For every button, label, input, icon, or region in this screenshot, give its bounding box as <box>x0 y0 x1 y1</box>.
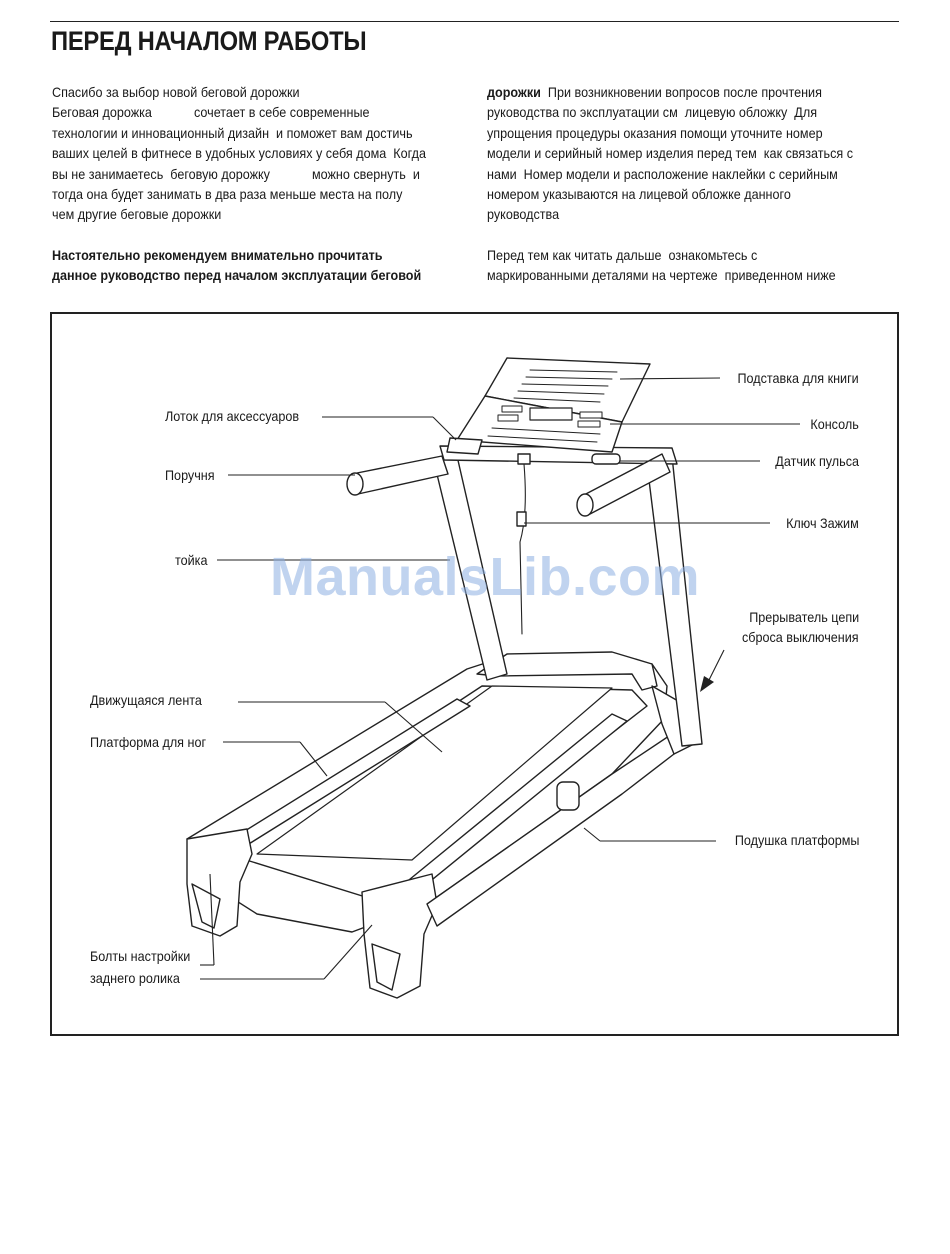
intro-line: ваших целей в фитнесе в удобных условиях… <box>52 145 427 162</box>
label-upright: тойка <box>175 552 208 568</box>
console-display <box>529 407 573 421</box>
label-circuit-breaker-1: Прерыватель цепи <box>748 609 859 625</box>
label-platform-cushion: Подушка платформы <box>734 832 859 848</box>
label-handrail: Поручня <box>165 467 215 483</box>
leader-platform-cushion <box>583 827 601 842</box>
label-foot-rail: Платформа для ног <box>90 734 207 750</box>
intro-line: технологии и инновационный дизайн и помо… <box>52 124 413 141</box>
label-book-stand: Подставка для книги <box>737 370 859 386</box>
circuit-breaker-arrow <box>700 676 714 692</box>
intro-line: вы не занимаетесь беговую дорожку можно … <box>52 165 420 182</box>
label-roller-bolts-1: Болты настройки <box>90 948 191 964</box>
pulse-sensor-grip <box>591 453 621 465</box>
console-shape <box>456 395 623 453</box>
accessory-tray-shape <box>446 437 483 455</box>
motor-hood <box>476 651 658 691</box>
left-column: Спасибо за выбор новой беговой дорожки Б… <box>52 82 472 286</box>
right-line: модели и серийный номер изделия перед те… <box>487 145 854 162</box>
label-console: Консоль <box>810 416 859 432</box>
leader-circuit-breaker <box>706 649 725 685</box>
intro-line: тогда она будет занимать в два раза мень… <box>52 186 403 203</box>
intro-line: Беговая дорожка сочетает в себе современ… <box>52 104 370 121</box>
right-line: упрощения процедуры оказания помощи уточ… <box>487 124 823 141</box>
top-rule <box>50 21 899 22</box>
left-handrail <box>351 455 449 495</box>
key-clip-shape <box>516 511 527 527</box>
label-roller-bolts-2: заднего ролика <box>90 970 180 986</box>
page-title: ПЕРЕД НАЧАЛОМ РАБОТЫ <box>51 26 367 56</box>
rear-right-endcap <box>361 873 438 999</box>
label-accessory-tray: Лоток для аксессуаров <box>165 408 300 424</box>
right-column: дорожки При возникновении вопросов после… <box>487 82 907 286</box>
right-line: номером указываются на лицевой обложке д… <box>487 186 791 203</box>
intro-line: чем другие беговые дорожки <box>52 206 222 223</box>
note-line: маркированными деталями на чертеже приве… <box>487 267 836 284</box>
right-line: руководства <box>487 206 560 223</box>
warning-line: данное руководство перед началом эксплуа… <box>52 267 422 284</box>
treadmill-diagram: ManualsLib.com Подставка для книги Лоток… <box>50 312 899 1036</box>
label-walking-belt: Движущаяся лента <box>90 692 202 708</box>
label-pulse-sensor: Датчик пульса <box>775 453 859 469</box>
treadmill-drawing <box>186 357 800 999</box>
right-first-line: дорожки При возникновении вопросов после… <box>487 82 865 102</box>
warning-line: Настоятельно рекомендуем внимательно про… <box>52 246 383 263</box>
walking-belt <box>256 685 613 861</box>
manualslib-watermark: ManualsLib.com <box>270 547 701 607</box>
label-key-clip: Ключ Зажим <box>786 515 859 531</box>
intro-line: Спасибо за выбор новой беговой дорожки <box>52 84 300 100</box>
note-line: Перед тем как читать дальше ознакомьтесь… <box>487 246 758 263</box>
safety-key <box>517 453 531 465</box>
right-line: нами Номер модели и расположение наклейк… <box>487 165 838 182</box>
platform-cushion <box>556 781 580 811</box>
right-first-line-rest: При возникновении вопросов после прочтен… <box>540 84 822 100</box>
label-circuit-breaker-2: сброса выключения <box>742 629 859 645</box>
right-line: руководства по эксплуатации см лицевую о… <box>487 104 818 121</box>
leader-book-stand <box>619 377 721 380</box>
warning-continuation: дорожки <box>487 84 541 100</box>
